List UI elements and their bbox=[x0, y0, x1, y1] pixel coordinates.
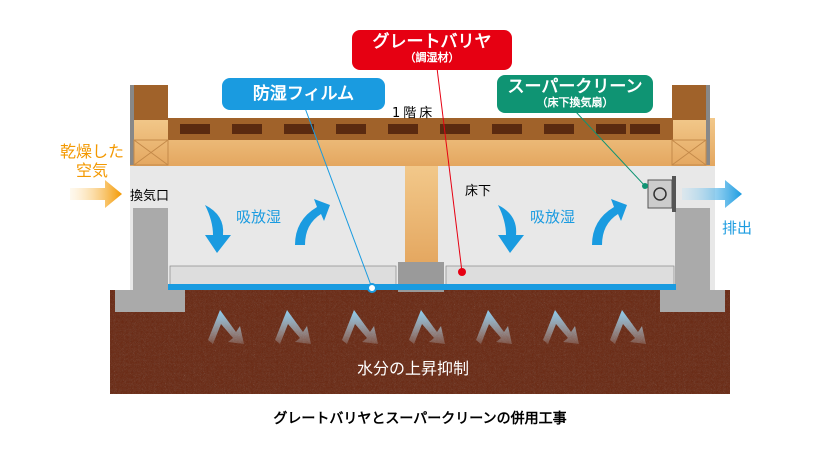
right-post bbox=[672, 85, 710, 120]
clean-subtext: （床下換気扇） bbox=[536, 95, 614, 109]
moisture-film-label: 防湿フィルム bbox=[222, 78, 385, 110]
gravel bbox=[169, 265, 675, 287]
right-foundation bbox=[675, 208, 710, 298]
film-text: 防湿フィルム bbox=[252, 84, 355, 104]
ventilation-fan bbox=[647, 179, 673, 209]
vent-label: 換気口 bbox=[130, 189, 170, 204]
floor-label: 1階床 bbox=[392, 106, 436, 121]
absorb-arrows bbox=[205, 199, 627, 253]
caption: グレートバリヤとスーパークリーンの併用工事 bbox=[273, 411, 567, 427]
exhaust-arrow bbox=[682, 180, 742, 208]
left-post bbox=[130, 85, 168, 120]
left-foundation bbox=[133, 208, 168, 298]
floor-board bbox=[168, 118, 673, 140]
barrier-text: グレートバリヤ bbox=[372, 32, 492, 52]
great-barrier-label: グレートバリヤ （調湿材） bbox=[352, 30, 512, 70]
dry-air-arrow bbox=[70, 180, 122, 208]
center-post bbox=[405, 166, 438, 264]
absorb-left-label: 吸放湿 bbox=[236, 208, 282, 226]
absorb-right-label: 吸放湿 bbox=[530, 208, 576, 226]
dry-air-text: 乾燥した bbox=[60, 142, 125, 161]
barrier-subtext: （調湿材） bbox=[404, 50, 460, 64]
exhaust-label: 排出 bbox=[722, 219, 753, 237]
dry-air-text-2: 空気 bbox=[76, 161, 109, 180]
moisture-label: 水分の上昇抑制 bbox=[357, 359, 470, 378]
underfloor-label: 床下 bbox=[465, 184, 492, 199]
moisture-film bbox=[168, 284, 676, 290]
clean-text: スーパークリーン bbox=[507, 77, 643, 97]
moisture-arrows bbox=[208, 310, 646, 344]
super-clean-label: スーパークリーン （床下換気扇） bbox=[497, 75, 653, 113]
dry-air-label: 乾燥した 空気 bbox=[60, 142, 124, 180]
